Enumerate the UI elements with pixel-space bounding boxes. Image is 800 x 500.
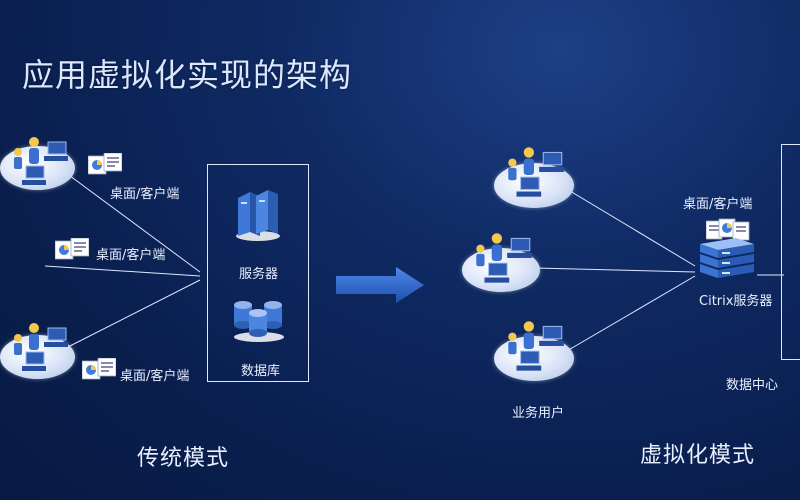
line-virt-mid [534, 267, 696, 273]
client-label-middle: 桌面/客户端 [96, 248, 166, 263]
datacenter-label: 数据中心 [726, 378, 779, 393]
citrix-server-icon [700, 238, 754, 278]
app-window-icon [55, 238, 89, 260]
business-users-label: 业务用户 [512, 406, 565, 421]
virtual-mode-label: 虚拟化模式 [640, 443, 756, 468]
line-trad-bottom [61, 279, 201, 351]
transition-arrow-icon [336, 267, 424, 303]
app-window-icon [88, 153, 122, 175]
user-group-icon [508, 321, 564, 371]
traditional-server-box [207, 164, 309, 382]
database-label: 数据库 [241, 364, 281, 379]
user-group-icon [14, 323, 68, 371]
line-trad-mid [44, 265, 201, 277]
traditional-mode-label: 传统模式 [137, 446, 230, 471]
app-window-icon [82, 358, 116, 380]
line-virt-top [559, 184, 696, 267]
client-label-bottom: 桌面/客户端 [120, 369, 190, 384]
virtual-client-label: 桌面/客户端 [683, 197, 753, 212]
line-trad-top [61, 169, 201, 273]
slide-title: 应用虚拟化实现的架构 [22, 56, 353, 94]
server-icon [236, 190, 280, 241]
user-group-icon [508, 147, 564, 197]
datacenter-box [781, 144, 800, 360]
user-group-icon [476, 233, 532, 283]
user-group-icon [14, 137, 68, 185]
citrix-server-label: Citrix服务器 [699, 294, 773, 309]
client-label-top: 桌面/客户端 [110, 187, 180, 202]
database-icon [234, 301, 284, 342]
server-label: 服务器 [239, 267, 279, 282]
line-virt-bottom [559, 275, 696, 356]
